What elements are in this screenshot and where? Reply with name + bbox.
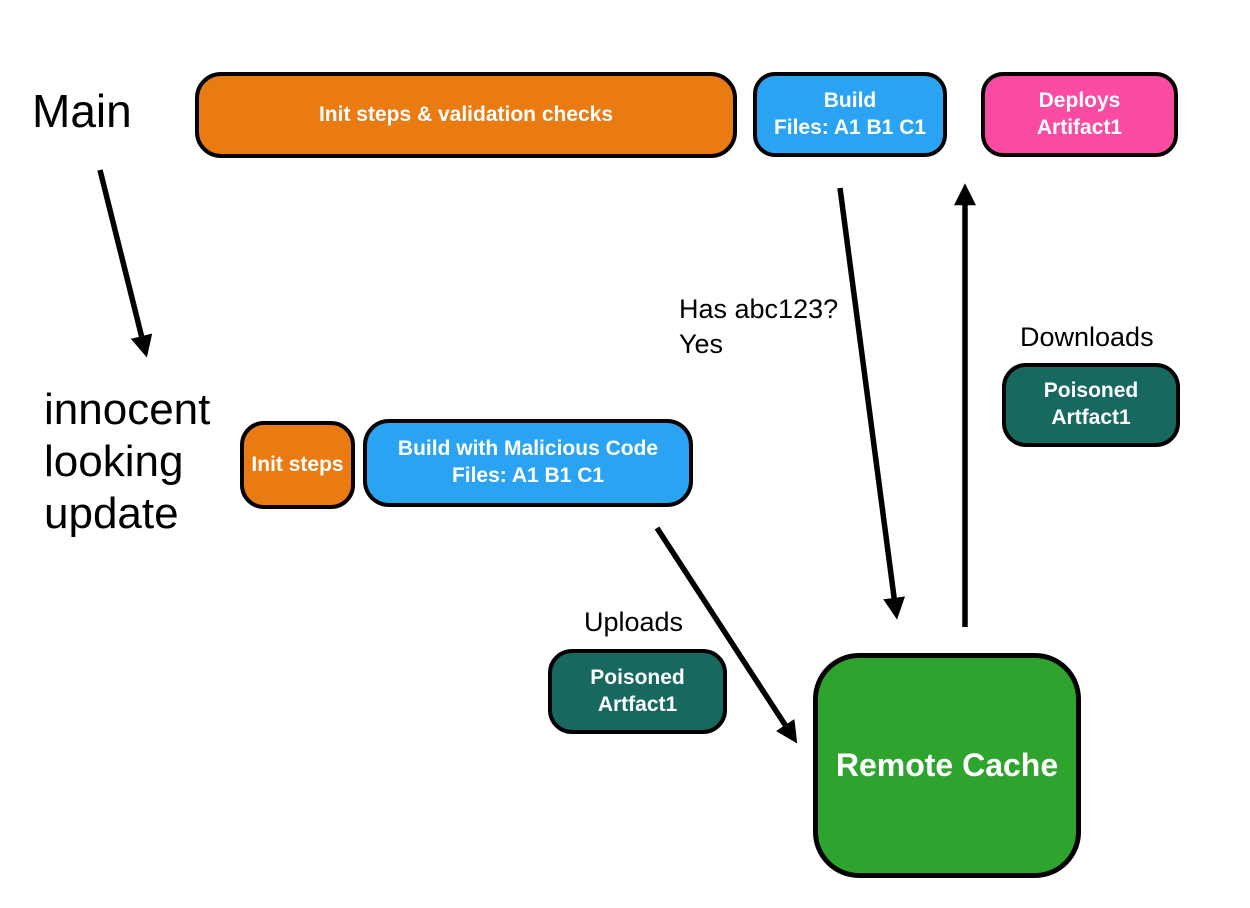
node-build-with-malicious-code: Build with Malicious Code Files: A1 B1 C… — [363, 419, 693, 507]
node-remote-cache: Remote Cache — [813, 653, 1081, 878]
node-label-line2: Files: A1 B1 C1 — [773, 115, 927, 139]
node-init-steps-validation-checks: Init steps & validation checks — [195, 72, 737, 158]
node-build-main: Build Files: A1 B1 C1 — [753, 72, 947, 157]
annotation-has-hash: Has abc123? Yes — [679, 294, 839, 359]
node-label-line2: Artfact1 — [1051, 406, 1131, 429]
node-poisoned-artifact-downloaded: Poisoned Artfact1 — [1002, 363, 1180, 447]
annotation-downloads: Downloads — [1020, 322, 1154, 352]
node-poisoned-artifact-uploaded: Poisoned Artfact1 — [548, 649, 727, 734]
node-deploys-artifact1: Deploys Artifact1 — [981, 72, 1178, 157]
node-label-line1: Poisoned — [1043, 379, 1139, 403]
node-label-line1: Deploys — [1038, 88, 1121, 112]
node-label: Remote Cache — [835, 747, 1059, 784]
branch-label-innocent-update: innocent looking update — [44, 385, 211, 538]
node-label-line2: Files: A1 B1 C1 — [451, 464, 605, 487]
node-label-line2: Artifact1 — [1036, 115, 1123, 139]
annotation-uploads: Uploads — [584, 607, 684, 637]
node-label: Init steps & validation checks — [318, 102, 614, 126]
arrow-build-to-remote-cache — [837, 187, 906, 620]
node-label-line2: Artfact1 — [597, 692, 678, 716]
node-label-line1: Poisoned — [590, 665, 685, 689]
node-label-line1: Build — [823, 88, 877, 112]
branch-label-main: Main — [32, 85, 132, 137]
node-label-line1: Build with Malicious Code — [397, 437, 659, 461]
arrow-main-to-innocent-update — [97, 169, 153, 358]
node-label: Init steps — [251, 452, 344, 476]
node-init-steps: Init steps — [240, 421, 355, 509]
